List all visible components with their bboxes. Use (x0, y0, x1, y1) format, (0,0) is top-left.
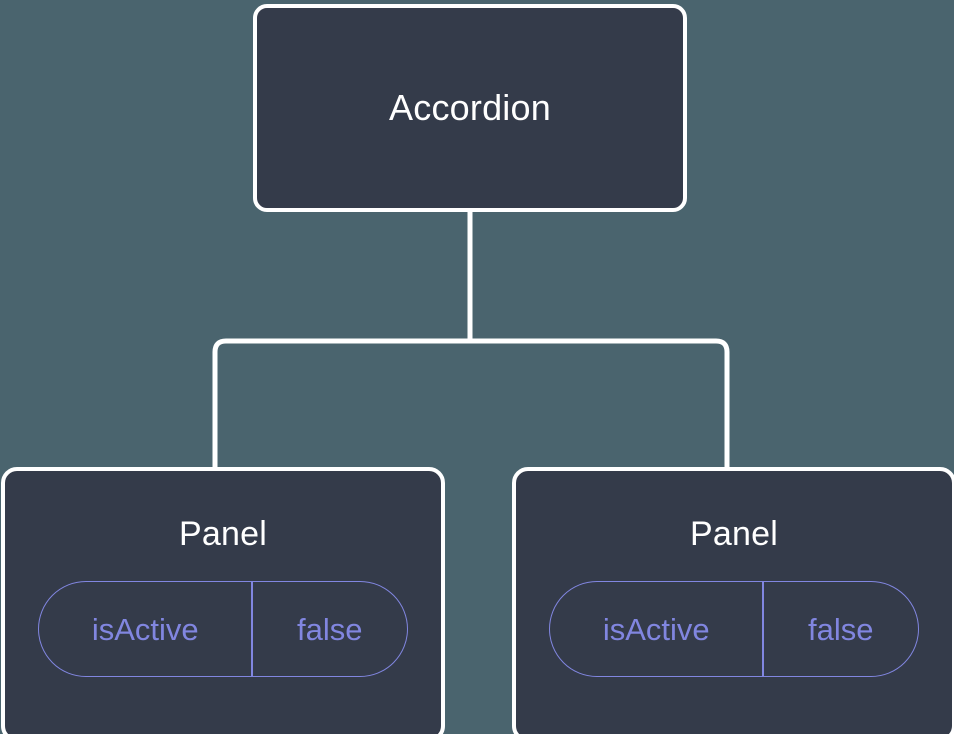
state-badge-divider (251, 582, 253, 676)
connector-branch-bus (212, 338, 730, 471)
node-accordion[interactable]: Accordion (253, 4, 687, 212)
node-panel[interactable]: Panel isActive false (1, 467, 445, 734)
state-badge-divider (762, 582, 764, 676)
state-badge-key: isActive (91, 611, 199, 647)
node-accordion-label: Accordion (389, 87, 551, 128)
state-badge-key: isActive (602, 611, 710, 647)
state-badge-isactive[interactable]: isActive false (549, 581, 919, 677)
state-badge-value: false (808, 611, 874, 647)
node-panel-label: Panel (690, 515, 778, 553)
node-panel[interactable]: Panel isActive false (512, 467, 954, 734)
node-panel-label: Panel (179, 515, 267, 553)
state-badge-isactive[interactable]: isActive false (38, 581, 408, 677)
state-badge-value: false (297, 611, 363, 647)
